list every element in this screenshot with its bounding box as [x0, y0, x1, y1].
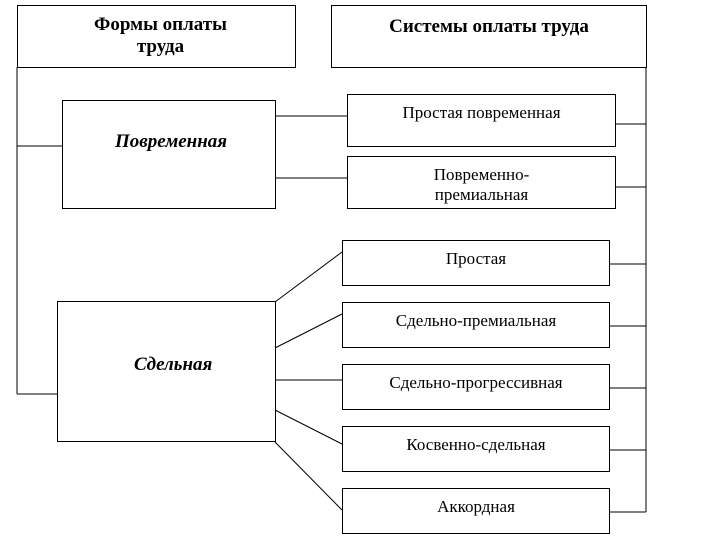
system-label: Повременно-премиальная: [433, 165, 530, 204]
system-label: Аккордная: [437, 497, 515, 516]
sdelnaya-to-sys-4-line: [274, 313, 343, 349]
form-label-povremennaya: Повременная: [115, 131, 228, 152]
sdelnaya-to-sys-6-line: [274, 409, 343, 445]
system-label: Сдельно-премиальная: [395, 311, 557, 330]
system-label: Простая: [445, 249, 507, 268]
system-box-kosvenno-sdelnaya: Косвенно-сдельная: [342, 426, 610, 472]
system-label: Косвенно-сдельная: [406, 435, 546, 454]
system-label: Простая повременная: [402, 103, 561, 122]
system-box-prostaya: Простая: [342, 240, 610, 286]
system-box-akkordnaya: Аккордная: [342, 488, 610, 534]
sdelnaya-to-sys-7-line: [274, 441, 343, 511]
forms-header: Формы оплаты труда: [17, 5, 296, 68]
form-label-sdelnaya: Сдельная: [134, 354, 213, 375]
system-box-povremenno-premialnaya: Повременно-премиальная: [347, 156, 616, 209]
system-box-sdelno-progressivnaya: Сдельно-прогрессивная: [342, 364, 610, 410]
systems-header-label: Системы оплаты труда: [389, 16, 589, 37]
form-box-sdelnaya: Сдельная: [57, 301, 276, 442]
system-box-prostaya-povremennaya: Простая повременная: [347, 94, 616, 147]
systems-header: Системы оплаты труда: [331, 5, 647, 68]
sdelnaya-to-sys-3-line: [274, 251, 343, 303]
form-box-povremennaya: Повременная: [62, 100, 276, 209]
system-label: Сдельно-прогрессивная: [389, 373, 563, 392]
system-box-sdelno-premialnaya: Сдельно-премиальная: [342, 302, 610, 348]
forms-header-label: Формы оплаты труда: [94, 14, 227, 57]
